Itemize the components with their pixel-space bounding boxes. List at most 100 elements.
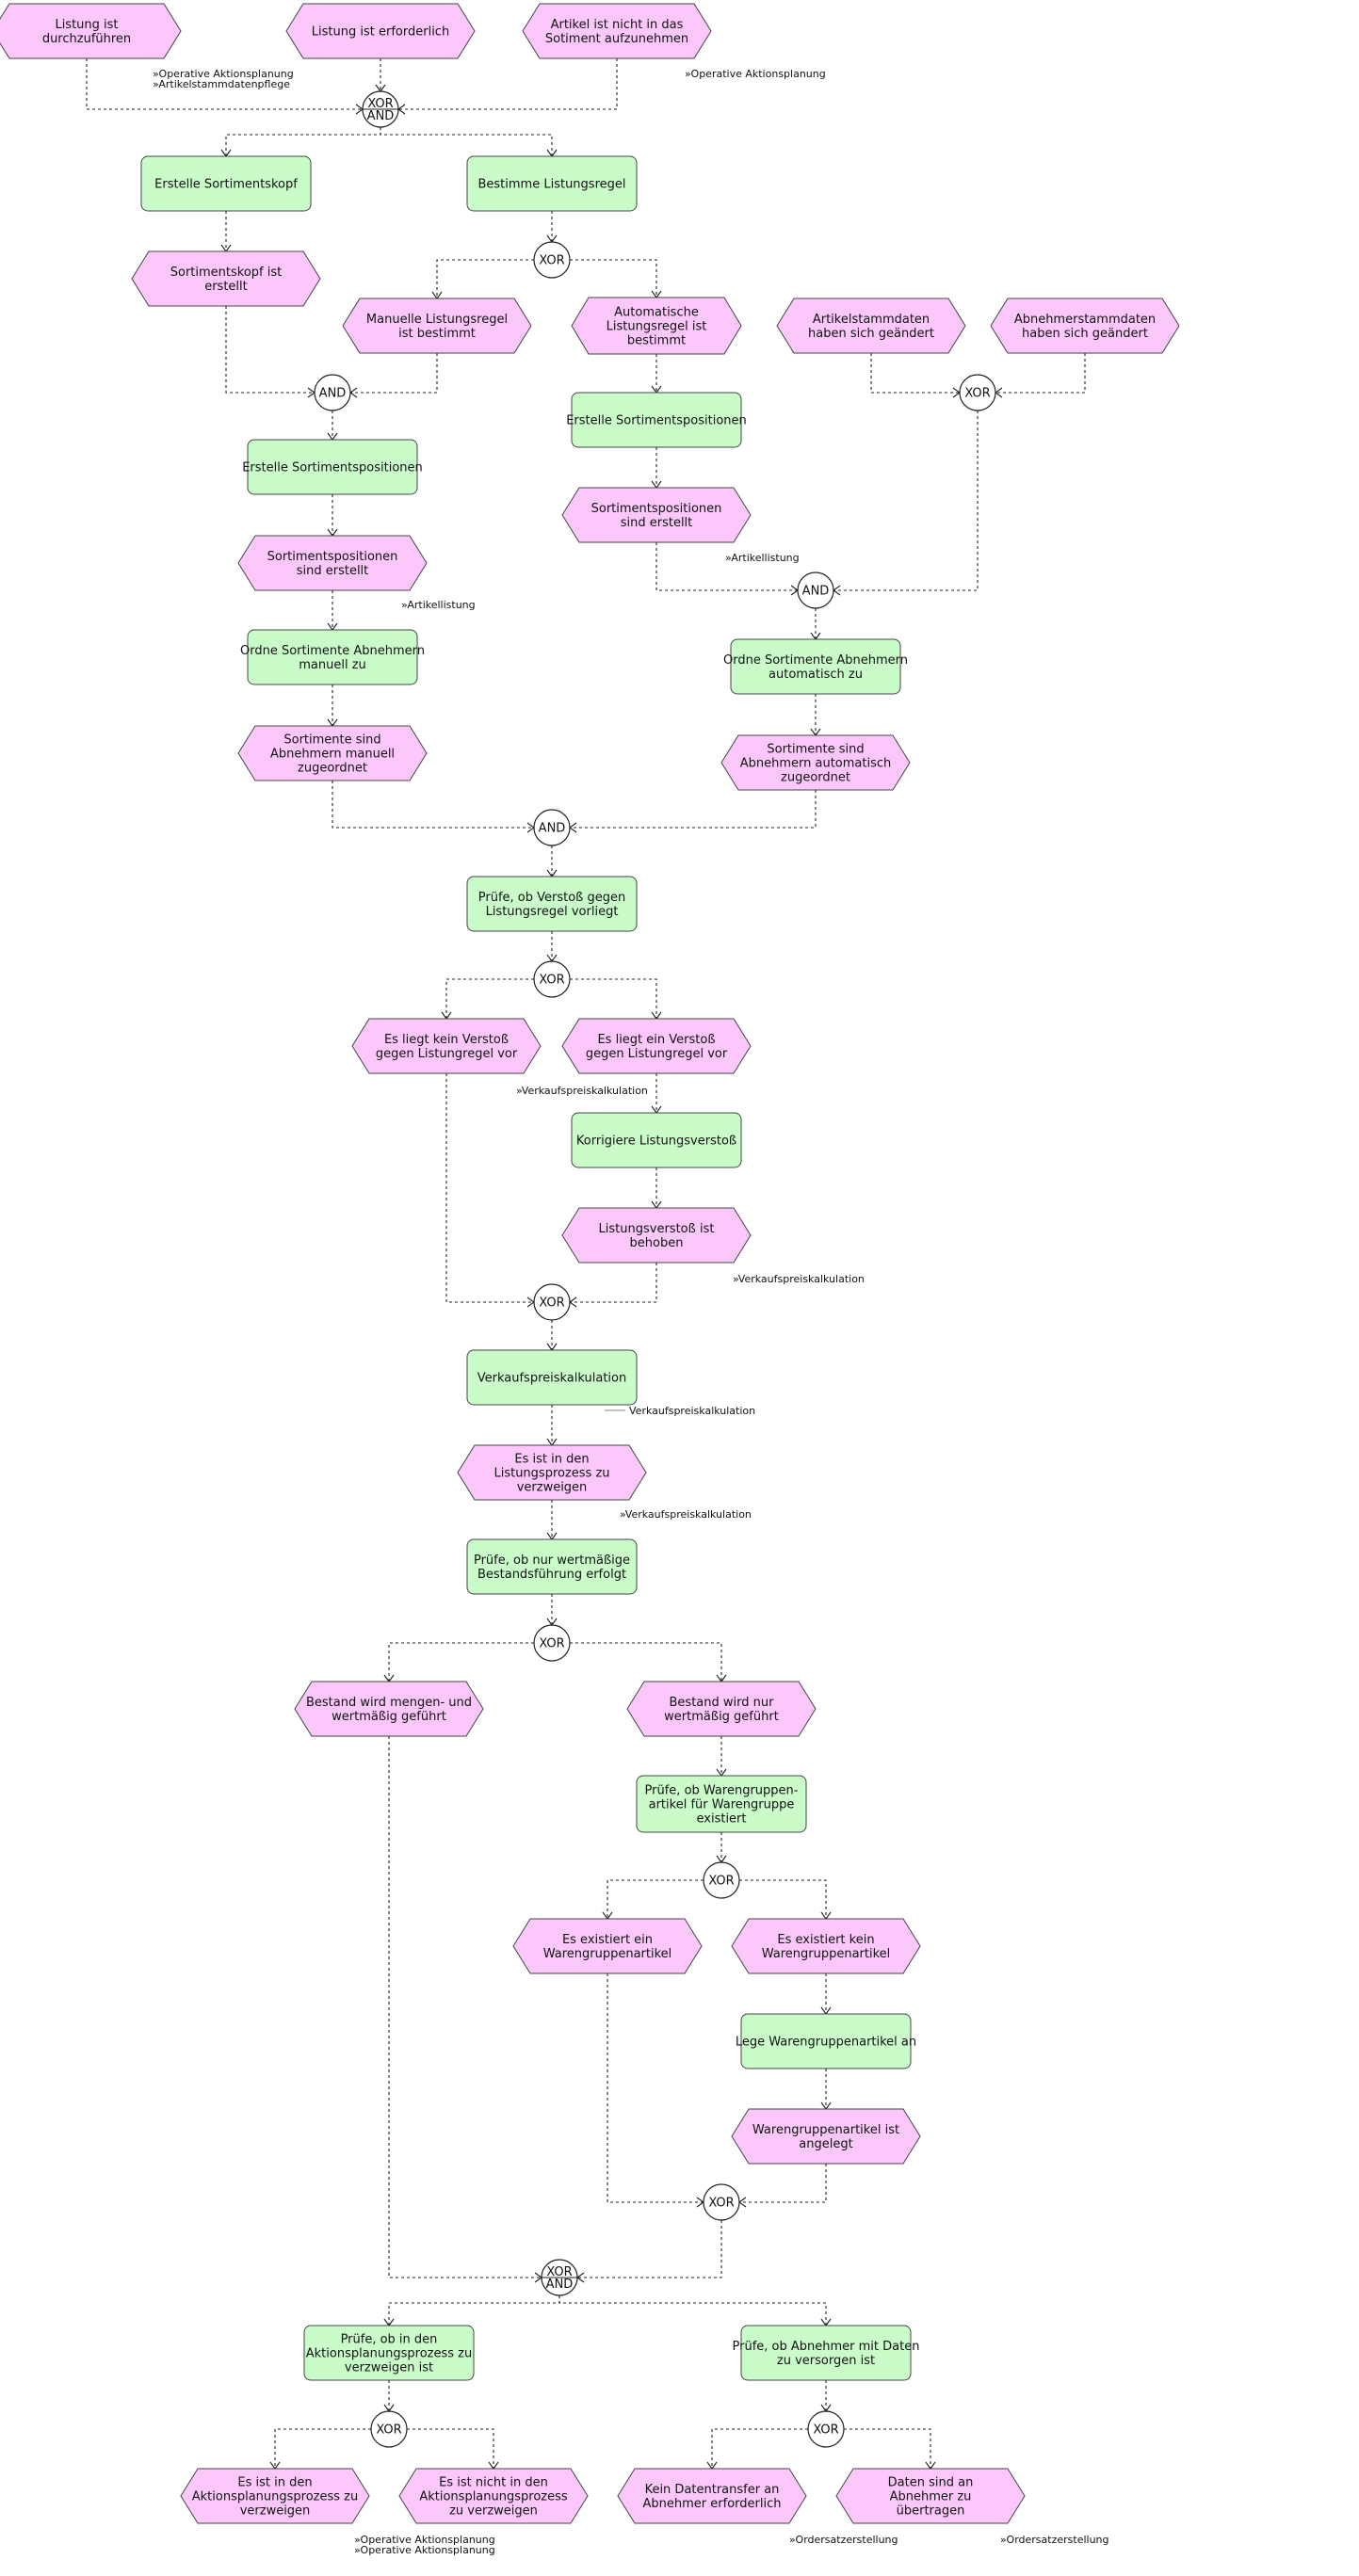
- gateway-g9[interactable]: XOR: [533, 1624, 571, 1662]
- node-label: sind erstellt: [621, 516, 693, 530]
- node-label: automatisch zu: [768, 668, 863, 682]
- function-box: [466, 1538, 638, 1595]
- function-box: [466, 1349, 638, 1406]
- connector-e4-g3: [225, 306, 315, 398]
- connector-g1-f1: [220, 127, 381, 157]
- event-e23[interactable]: Es ist nicht in denAktionsplanungsprozes…: [398, 2468, 589, 2524]
- gateway-g4[interactable]: XOR: [959, 374, 996, 411]
- connector-g13-e23: [407, 2428, 499, 2470]
- node-label: existiert: [697, 1812, 747, 1827]
- gateway-g6[interactable]: AND: [533, 809, 571, 846]
- edges-layer: [86, 58, 1086, 2470]
- process-reference-link[interactable]: »Artikellistung: [401, 599, 476, 611]
- function-f8[interactable]: Korrigiere Listungsverstoß: [571, 1112, 742, 1168]
- function-f9[interactable]: Verkaufspreiskalkulation: [466, 1349, 638, 1406]
- process-reference-link[interactable]: Verkaufspreiskalkulation: [629, 1405, 755, 1417]
- function-box: [740, 2013, 912, 2069]
- event-e2[interactable]: Listung ist erforderlich: [285, 3, 476, 59]
- function-f10[interactable]: Prüfe, ob nur wertmäßigeBestandsführung …: [466, 1538, 638, 1595]
- gateway-circle: [533, 1283, 571, 1321]
- connector-f9-e16: [546, 1405, 558, 1446]
- process-reference-link[interactable]: »Operative Aktionsplanung: [685, 68, 826, 80]
- connector-g9-e18: [570, 1642, 727, 1682]
- node-label: XOR: [708, 2197, 734, 2211]
- process-reference-link[interactable]: »Operative Aktionsplanung: [153, 68, 294, 80]
- process-reference-link[interactable]: »Artikellistung: [725, 552, 800, 564]
- node-label: Abnehmerstammdaten: [1014, 313, 1156, 327]
- process-reference-link[interactable]: »Verkaufspreiskalkulation: [733, 1273, 865, 1285]
- node-label: angelegt: [799, 2137, 852, 2151]
- function-f2[interactable]: Bestimme Listungsregel: [466, 155, 638, 212]
- process-reference-link[interactable]: »Verkaufspreiskalkulation: [516, 1085, 648, 1097]
- process-reference-link[interactable]: »Ordersatzerstellung: [1000, 2534, 1109, 2546]
- gateway-g10[interactable]: XOR: [703, 1861, 740, 1899]
- gateway-circle: [533, 241, 571, 279]
- node-label: AND: [802, 585, 830, 599]
- node-label: Bestandsführung erfolgt: [477, 1568, 626, 1582]
- function-f11[interactable]: Prüfe, ob Warengruppen-artikel für Waren…: [636, 1775, 807, 1833]
- node-label: Es liegt kein Verstoß: [384, 1033, 509, 1047]
- gateway-g8[interactable]: XOR: [533, 1283, 571, 1321]
- gateway-g3[interactable]: AND: [314, 374, 351, 411]
- connector-g11-g12: [576, 2220, 722, 2283]
- node-label: XOR: [813, 2423, 838, 2438]
- gateway-g13[interactable]: XOR: [370, 2410, 408, 2448]
- node-label: zugeordnet: [298, 762, 367, 776]
- node-label: Es ist in den: [237, 2476, 312, 2490]
- function-f3[interactable]: Erstelle Sortimentspositionen: [242, 439, 423, 495]
- process-reference-link[interactable]: »Operative Aktionsplanung: [354, 2534, 495, 2546]
- connector-g4-g5: [833, 411, 979, 596]
- connector-g5-f6: [810, 608, 821, 640]
- process-reference-link[interactable]: »Artikelstammdatenpflege: [153, 78, 290, 90]
- process-reference-link[interactable]: »Operative Aktionsplanung: [354, 2544, 495, 2556]
- gateway-g14[interactable]: XOR: [807, 2410, 845, 2448]
- node-label: Aktionsplanungsprozess zu: [306, 2347, 473, 2361]
- event-hexagon: [131, 250, 321, 307]
- process-reference-link[interactable]: »Verkaufspreiskalkulation: [620, 1508, 752, 1521]
- gateway-g7[interactable]: XOR: [533, 960, 571, 998]
- function-f12[interactable]: Lege Warengruppenartikel an: [736, 2013, 916, 2069]
- function-f1[interactable]: Erstelle Sortimentskopf: [140, 155, 312, 212]
- connector-g7-e13: [441, 978, 534, 1020]
- node-label: Sortimentspositionen: [591, 502, 722, 516]
- process-reference-link[interactable]: »Ordersatzerstellung: [789, 2534, 898, 2546]
- function-f4[interactable]: Erstelle Sortimentspositionen: [566, 392, 747, 448]
- gateway-g5[interactable]: AND: [797, 572, 834, 609]
- gateway-g2[interactable]: XOR: [533, 241, 571, 279]
- connector-e16-f10: [546, 1500, 558, 1540]
- connector-e20-f12: [820, 1973, 832, 2015]
- connector-g14-e25: [844, 2428, 936, 2470]
- gateway-g11[interactable]: XOR: [703, 2183, 740, 2221]
- function-box: [247, 439, 418, 495]
